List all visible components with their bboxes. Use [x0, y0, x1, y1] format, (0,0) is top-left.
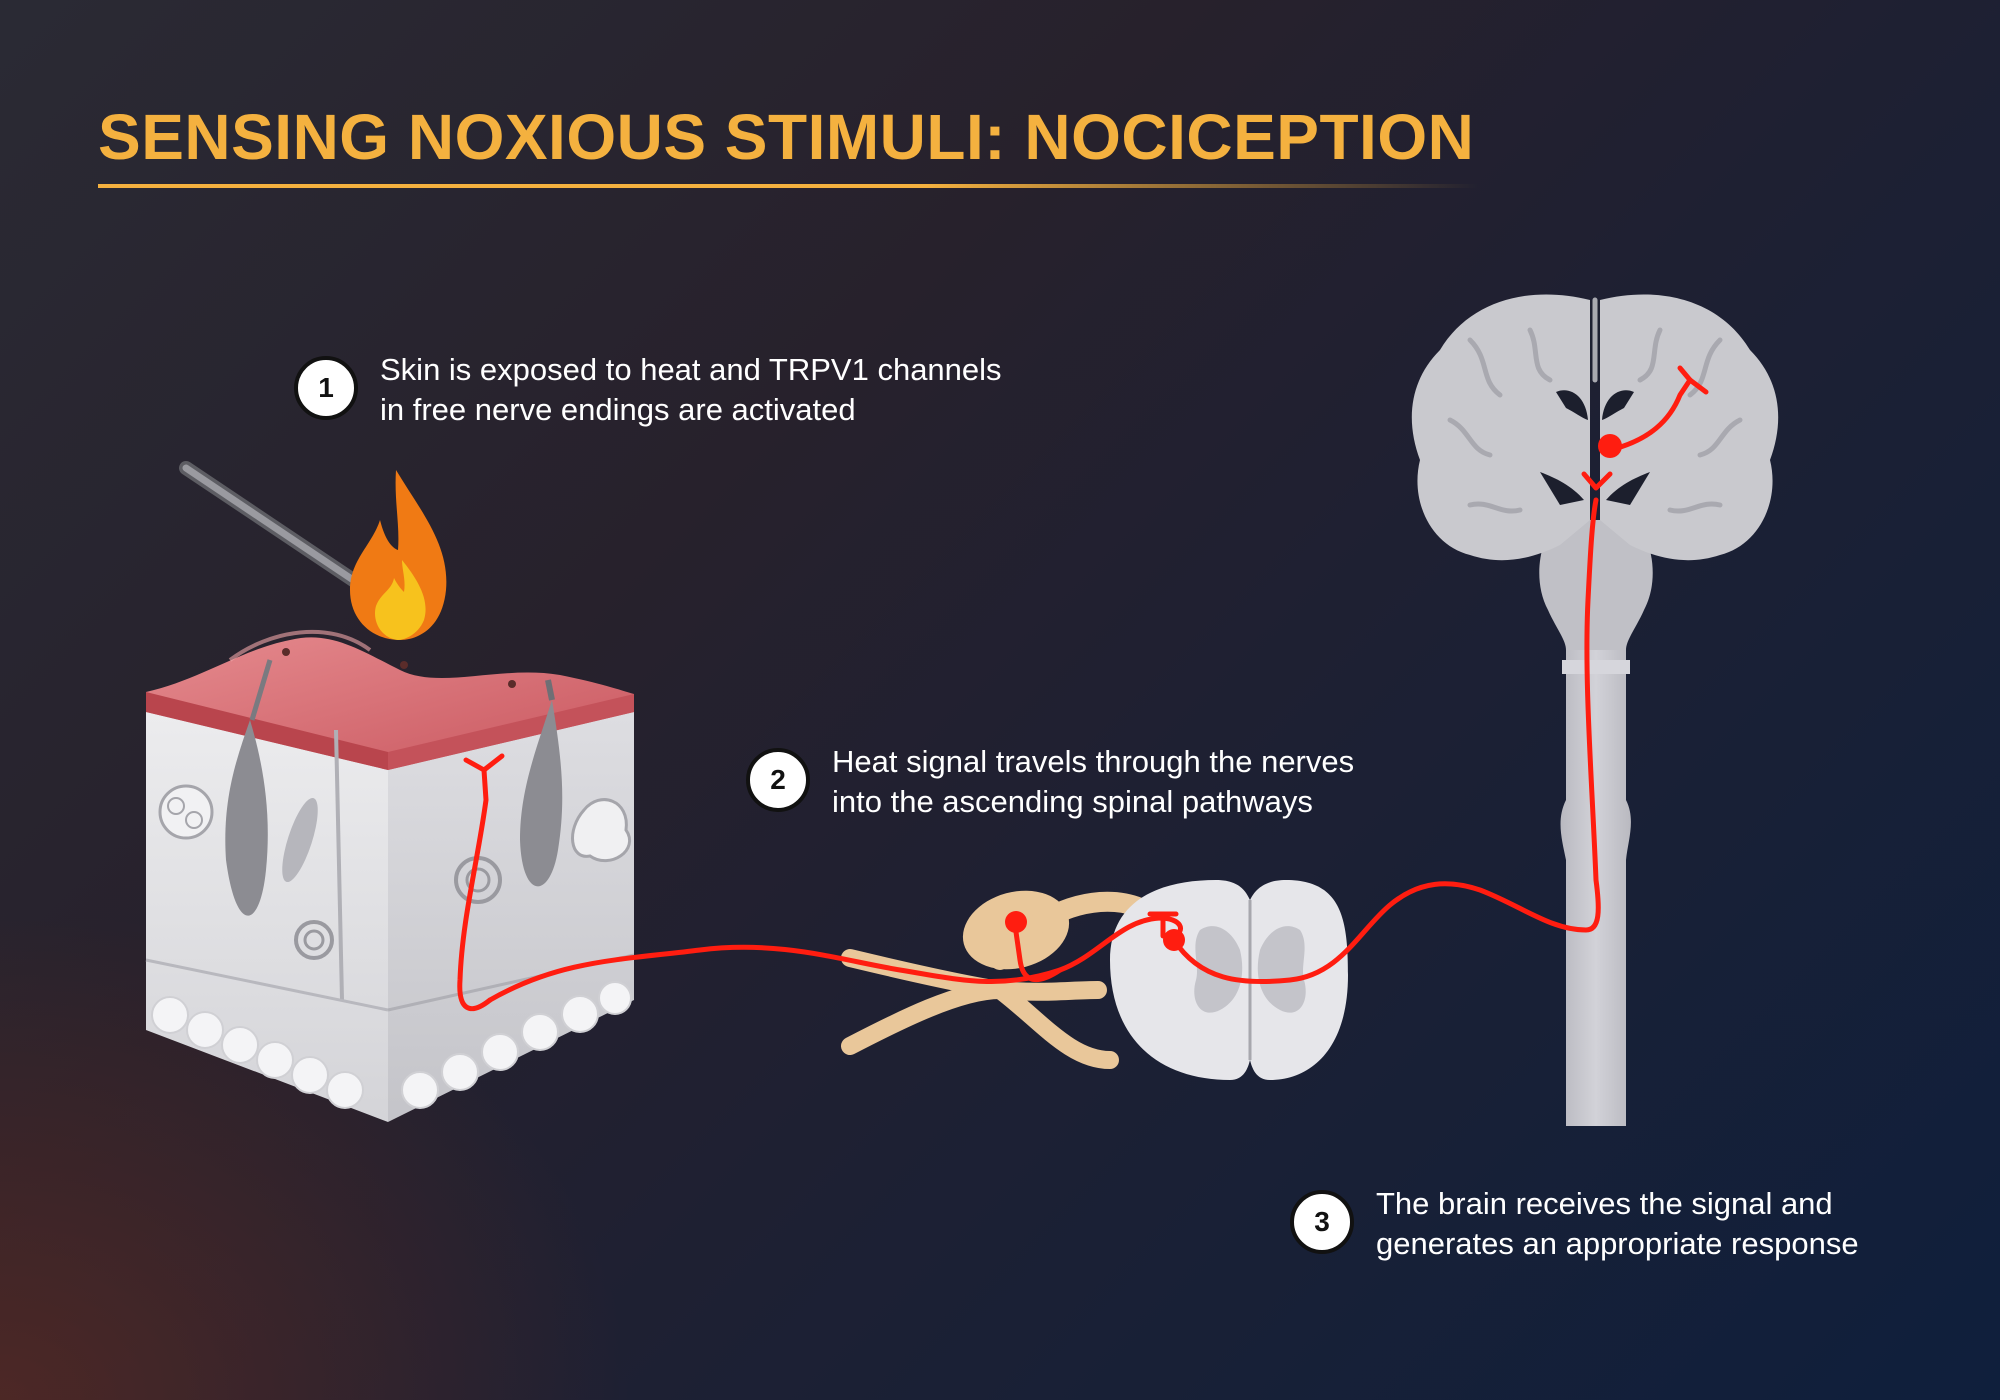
step-1-caption-line-1: Skin is exposed to heat and TRPV1 channe…: [380, 352, 1002, 387]
step-1-caption: Skin is exposed to heat and TRPV1 channe…: [380, 350, 1002, 430]
step-2-caption-line-2: into the ascending spinal pathways: [832, 784, 1313, 819]
step-2-caption-line-1: Heat signal travels through the nerves: [832, 744, 1355, 779]
step-2-caption: Heat signal travels through the nerves i…: [832, 742, 1354, 822]
skin-block-icon: [145, 629, 635, 1122]
flame-icon: [350, 470, 447, 640]
nerve-signal-pathway: [457, 365, 1709, 1012]
probe-icon: [179, 461, 387, 605]
title-underline: [98, 184, 1478, 188]
step-1: 1 Skin is exposed to heat and TRPV1 chan…: [294, 350, 1002, 430]
step-2: 2 Heat signal travels through the nerves…: [746, 742, 1354, 822]
step-1-caption-line-2: in free nerve endings are activated: [380, 392, 856, 427]
step-3-caption: The brain receives the signal and genera…: [1376, 1184, 1859, 1264]
step-3-number-badge: 3: [1290, 1190, 1354, 1254]
page-title: SENSING NOXIOUS STIMULI: NOCICEPTION: [98, 101, 1475, 173]
neuron-cell-bodies: [1005, 434, 1622, 951]
step-3-caption-line-2: generates an appropriate response: [1376, 1226, 1859, 1261]
step-3-caption-line-1: The brain receives the signal and: [1376, 1186, 1833, 1221]
step-3: 3 The brain receives the signal and gene…: [1290, 1184, 1859, 1264]
brain-icon: [1411, 294, 1779, 1126]
step-1-number-badge: 1: [294, 356, 358, 420]
step-2-number-badge: 2: [746, 748, 810, 812]
